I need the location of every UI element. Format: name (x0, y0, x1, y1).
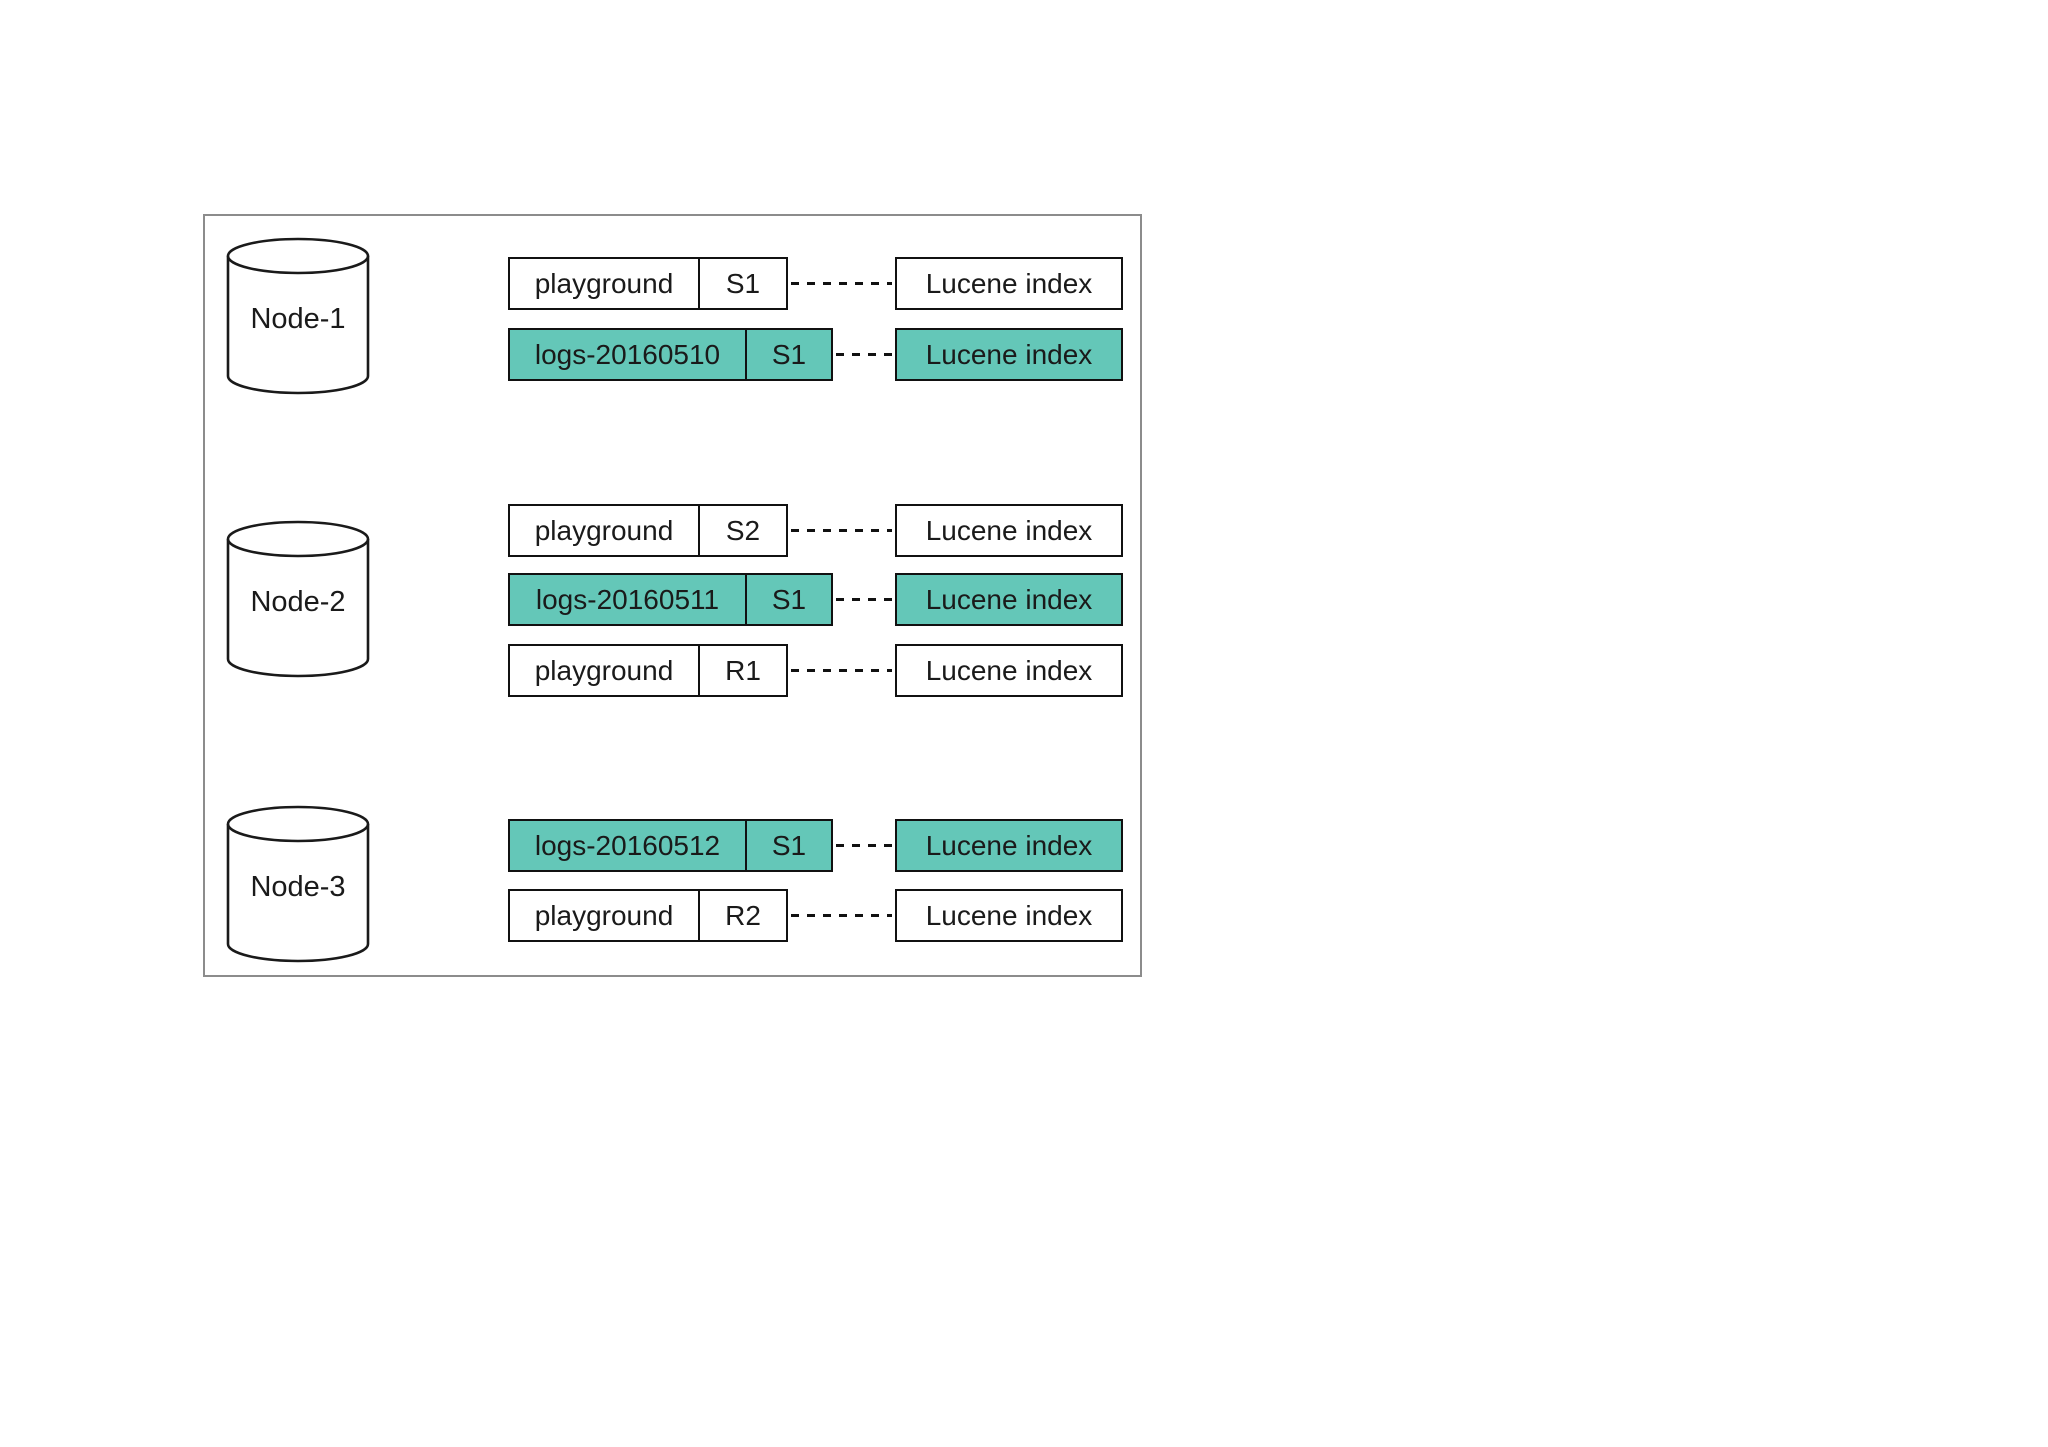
shard-id-cell: S1 (745, 330, 831, 379)
dashed-connector-line (791, 282, 892, 285)
node-2-label: Node-2 (250, 585, 346, 618)
shard-row: playground R1 Lucene index (508, 644, 1123, 697)
index-name-cell: playground (534, 899, 674, 931)
shard-box: logs-20160510 S1 (508, 328, 833, 381)
dashed-connector-line (791, 914, 892, 917)
shard-id-cell: S1 (698, 259, 786, 308)
index-name-cell: playground (534, 267, 674, 299)
index-name-cell: playground (534, 654, 674, 686)
dashed-connector-line (836, 598, 892, 601)
dashed-connector-line (791, 529, 892, 532)
shard-row: logs-20160511 S1 Lucene index (508, 573, 1123, 626)
lucene-index-box: Lucene index (895, 573, 1123, 626)
shard-row: playground R2 Lucene index (508, 889, 1123, 942)
lucene-index-box: Lucene index (895, 504, 1123, 557)
database-cylinder-icon (226, 237, 370, 395)
shard-box: logs-20160512 S1 (508, 819, 833, 872)
shard-box: playground S2 (508, 504, 788, 557)
shard-box: playground R1 (508, 644, 788, 697)
lucene-index-box: Lucene index (895, 889, 1123, 942)
node-3-cylinder: Node-3 (225, 804, 371, 964)
lucene-index-box: Lucene index (895, 328, 1123, 381)
lucene-index-box: Lucene index (895, 257, 1123, 310)
shard-id-cell: R1 (698, 646, 786, 695)
index-name-cell: logs-20160512 (534, 829, 721, 861)
index-name-cell: playground (534, 514, 674, 546)
shard-row: playground S2 Lucene index (508, 504, 1123, 557)
node-2-cylinder: Node-2 (225, 519, 371, 679)
index-name-cell: logs-20160510 (534, 338, 721, 370)
node-3-label: Node-3 (250, 870, 346, 903)
database-cylinder-icon (226, 520, 370, 678)
shard-row: logs-20160510 S1 Lucene index (508, 328, 1123, 381)
database-cylinder-icon (226, 805, 370, 963)
node-1-cylinder: Node-1 (225, 236, 371, 396)
shard-row: playground S1 Lucene index (508, 257, 1123, 310)
shard-box: playground S1 (508, 257, 788, 310)
lucene-index-box: Lucene index (895, 644, 1123, 697)
shard-id-cell: S1 (745, 821, 831, 870)
lucene-index-box: Lucene index (895, 819, 1123, 872)
shard-box: logs-20160511 S1 (508, 573, 833, 626)
node-1-label: Node-1 (250, 302, 346, 335)
shard-id-cell: S2 (698, 506, 786, 555)
dashed-connector-line (836, 844, 892, 847)
dashed-connector-line (791, 669, 892, 672)
shard-row: logs-20160512 S1 Lucene index (508, 819, 1123, 872)
cluster-frame: Node-1 playground S1 Lucene index logs-2… (203, 214, 1142, 977)
shard-box: playground R2 (508, 889, 788, 942)
shard-id-cell: S1 (745, 575, 831, 624)
shard-id-cell: R2 (698, 891, 786, 940)
dashed-connector-line (836, 353, 892, 356)
index-name-cell: logs-20160511 (535, 583, 720, 615)
